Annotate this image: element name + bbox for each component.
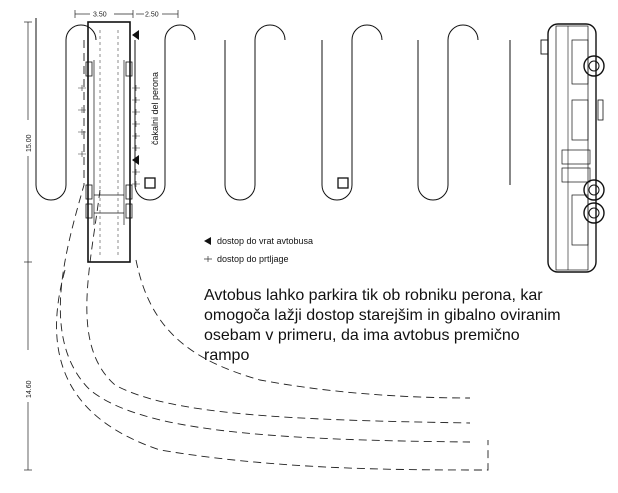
bin-square [144,177,156,189]
legend-triangle-icon [204,237,211,245]
bin-square [337,177,349,189]
platform-waiting-label: čakalni del perona [150,72,160,145]
luggage-access-arrows [78,85,140,187]
description-line: Avtobus lahko parkira tik ob robniku per… [204,287,543,304]
platform-outline [35,18,511,201]
dimension-left-lower: 14.60 [26,380,33,398]
dimension-top-right: 2.50 [145,12,159,19]
bus-plan-view [85,21,133,263]
top-dimension [74,10,179,18]
dimension-top-left: 3.50 [93,12,107,19]
bus-lines [99,30,119,255]
legend-arrow-icon [204,256,212,262]
description-line: osebam v primeru, da ima avtobus premičn… [204,327,520,344]
description-line: omogoča lažji dostop starejšim in gibaln… [204,307,561,324]
door-access-triangle [132,155,139,165]
door-access-triangle [132,30,139,40]
description-paragraph: Avtobus lahko parkira tik ob robniku per… [204,286,604,366]
bus-side-view [540,23,605,273]
dimension-left-upper: 15.00 [26,134,33,152]
swept-path [56,40,489,471]
description-line: rampo [204,347,250,364]
legend-door-access-label: dostop do vrat avtobusa [217,236,313,246]
left-dimension [24,21,32,471]
legend: dostop do vrat avtobusa dostop do prtlja… [204,236,313,264]
legend-luggage-access-label: dostop do prtljage [217,254,289,264]
